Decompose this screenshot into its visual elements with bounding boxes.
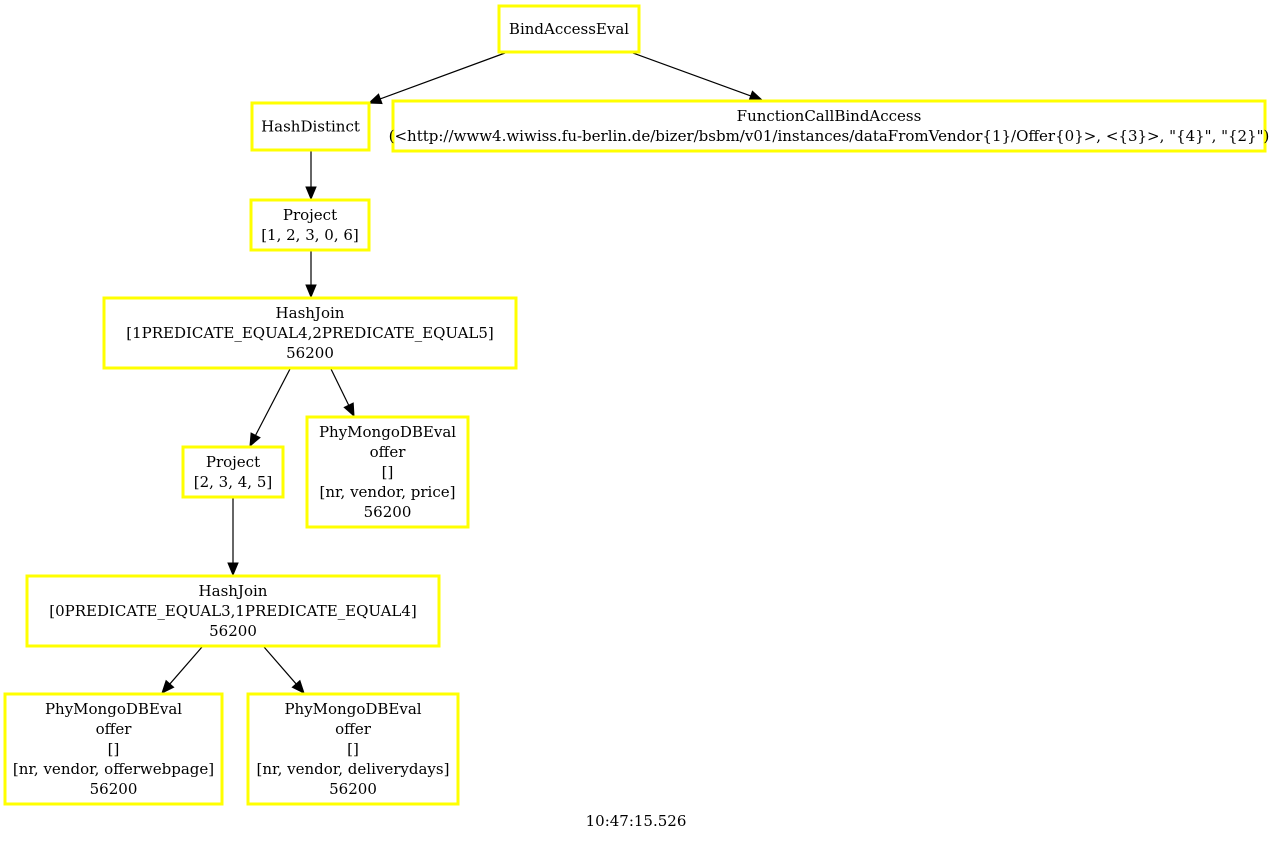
node-label-line: [nr, vendor, deliverydays] (257, 760, 450, 778)
node-label-line: [2, 3, 4, 5] (194, 473, 273, 491)
node-mongo-deliverydays: PhyMongoDBEval offer [] [nr, vendor, delive… (246, 692, 460, 806)
node-function-call-bind-access: FunctionCallBindAccess (<http://www4.wiwi… (389, 99, 1270, 153)
node-label-line: [nr, vendor, offerwebpage] (13, 760, 214, 778)
node-box (246, 692, 460, 806)
edge-line (330, 368, 350, 406)
edge-bind-access-eval-to-hash-distinct (367, 52, 506, 105)
edge-line (380, 52, 506, 100)
edge-line (254, 368, 291, 436)
node-label-line: PhyMongoDBEval (284, 700, 421, 718)
edge-hash-join-top-to-mongo-price (330, 368, 355, 418)
node-label-line: HashJoin (276, 304, 345, 322)
edge-hash-join-bottom-to-mongo-webpage (161, 646, 203, 694)
node-label-line: [0PREDICATE_EQUAL3,1PREDICATE_EQUAL4] (49, 602, 417, 620)
node-box (249, 198, 371, 252)
node-label-line: 56200 (329, 780, 377, 798)
node-label-line: 56200 (209, 622, 257, 640)
node-label-line: [] (382, 463, 394, 481)
node-label-line: Project (206, 453, 260, 471)
edge-line (263, 646, 297, 685)
arrowhead-icon (343, 402, 355, 418)
node-hash-distinct: HashDistinct (250, 101, 371, 152)
node-mongo-webpage: PhyMongoDBEval offer [] [nr, vendor, offerw… (3, 692, 224, 806)
node-label-line: HashDistinct (261, 118, 360, 136)
node-hash-join-top: HashJoin [1PREDICATE_EQUAL4,2PREDICATE_EQ… (102, 296, 518, 370)
node-box (391, 99, 1267, 153)
arrowhead-icon (367, 93, 383, 105)
edge-hash-join-bottom-to-mongo-deliverydays (263, 646, 305, 694)
node-label-line: [] (347, 740, 359, 758)
node-label-line: offer (370, 443, 407, 461)
arrowhead-icon (748, 90, 764, 102)
arrowhead-icon (249, 432, 261, 448)
node-label-line: HashJoin (199, 582, 268, 600)
arrowhead-icon (161, 679, 175, 694)
node-label-line: [1PREDICATE_EQUAL4,2PREDICATE_EQUAL5] (126, 324, 494, 342)
node-hash-join-bottom: HashJoin [0PREDICATE_EQUAL3,1PREDICATE_EQ… (25, 574, 441, 648)
node-box (305, 415, 470, 529)
timestamp-label: 10:47:15.526 (586, 812, 687, 830)
arrowhead-icon (305, 186, 317, 201)
node-box (250, 101, 371, 152)
node-label-line: 56200 (286, 344, 334, 362)
node-label-line: offer (335, 720, 372, 738)
node-box (497, 4, 641, 54)
node-bind-access-eval: BindAccessEval (497, 4, 641, 54)
node-label-line: [] (108, 740, 120, 758)
edge-bind-access-eval-to-function-call-bind-access (632, 52, 764, 102)
edge-hash-join-top-to-project-mid (249, 368, 291, 448)
arrowhead-icon (227, 562, 239, 577)
edge-project-top-to-hash-join-top (305, 251, 317, 299)
node-label-line: FunctionCallBindAccess (737, 107, 922, 125)
node-label-line: 56200 (364, 503, 412, 521)
edge-line (169, 646, 203, 685)
node-label-line: BindAccessEval (509, 20, 629, 38)
node-box (102, 296, 518, 370)
edge-project-mid-to-hash-join-bottom (227, 498, 239, 577)
node-label-line: [1, 2, 3, 0, 6] (261, 226, 359, 244)
node-box (181, 445, 285, 499)
node-label-line: 56200 (90, 780, 138, 798)
node-box (25, 574, 441, 648)
node-project-top: Project [1, 2, 3, 0, 6] (249, 198, 371, 252)
node-label-line: (<http://www4.wiwiss.fu-berlin.de/bizer/… (389, 127, 1270, 145)
node-label-line: [nr, vendor, price] (320, 483, 456, 501)
node-project-mid: Project [2, 3, 4, 5] (181, 445, 285, 499)
node-label-line: PhyMongoDBEval (45, 700, 182, 718)
edges-layer (161, 52, 764, 694)
node-label-line: offer (96, 720, 133, 738)
arrowhead-icon (305, 284, 317, 299)
arrowhead-icon (291, 679, 305, 694)
node-label-line: Project (283, 206, 337, 224)
edge-hash-distinct-to-project-top (305, 151, 317, 201)
node-mongo-price: PhyMongoDBEval offer [] [nr, vendor, price]… (305, 415, 470, 529)
edge-line (632, 52, 751, 97)
node-box (3, 692, 224, 806)
node-label-line: PhyMongoDBEval (319, 423, 456, 441)
